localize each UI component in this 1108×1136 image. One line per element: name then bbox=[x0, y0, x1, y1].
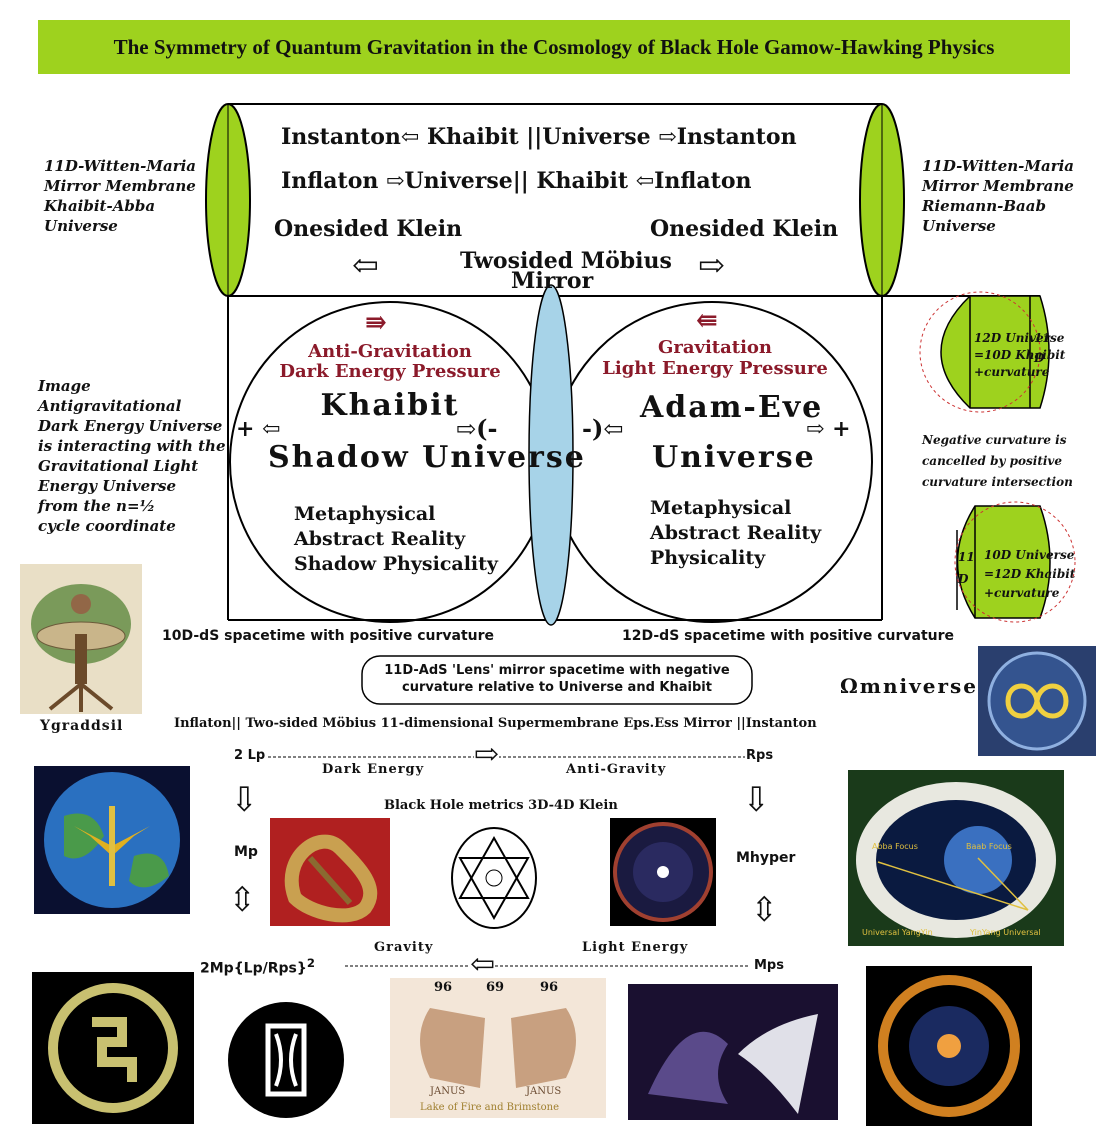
right-minus-arrow: -)⇦ bbox=[582, 414, 624, 443]
right-plus-arrow: ⇨ + bbox=[806, 416, 851, 442]
mobius-label: Twosided Möbius bbox=[460, 248, 672, 274]
anti-gravity-script: Anti-Gravity bbox=[566, 762, 667, 777]
instanton-row: Instanton⇦ Khaibit ||Universe ⇨Instanton bbox=[281, 124, 797, 150]
egg-caption-left: Universal YangYin bbox=[862, 928, 933, 937]
yggdrasil-image bbox=[20, 564, 142, 714]
down-arrow-left-icon: ⇩ bbox=[230, 780, 259, 820]
curv-top-text: 12D Universe=10D Khaibit+curvature bbox=[974, 331, 1066, 379]
khaibit-name: Khaibit bbox=[320, 388, 460, 423]
anti-gravitation-label: Anti-Gravitation bbox=[308, 341, 472, 362]
shadow-universe-name: Shadow Universe bbox=[268, 440, 586, 475]
rps-label: Rps bbox=[746, 748, 774, 763]
supermembrane-line: Inflaton|| Two-sided Möbius 11-dimension… bbox=[174, 716, 817, 731]
updown-arrow-right-icon: ⇳ bbox=[750, 890, 779, 930]
universe-name: Universe bbox=[652, 440, 816, 475]
janus-num-3: 96 bbox=[540, 980, 559, 995]
mirror-label: Mirror bbox=[511, 268, 594, 294]
curvature-bottom-shape bbox=[954, 501, 1076, 623]
light-energy-script: Light Energy bbox=[582, 940, 689, 955]
spacetime-right-label: 12D-dS spacetime with positive curvature bbox=[622, 628, 955, 644]
klein-seal-image bbox=[448, 824, 540, 932]
cosmos-image bbox=[610, 818, 716, 926]
lens-mirror bbox=[528, 284, 574, 626]
light-energy-label: Light Energy Pressure bbox=[602, 358, 828, 379]
janus-num-2: 69 bbox=[486, 980, 505, 995]
earth-caduceus-image bbox=[34, 766, 190, 914]
ouroboros-image bbox=[866, 966, 1032, 1126]
formula-label: 2Mp{Lp/Rps}2 bbox=[200, 956, 315, 977]
gravity-arrow-icon: ⇚ bbox=[696, 306, 718, 336]
janus-label-2: JANUS bbox=[526, 1086, 562, 1097]
curvature-top-shape bbox=[919, 291, 1050, 413]
mps-label: Mps bbox=[754, 958, 784, 973]
gravity-script: Gravity bbox=[374, 940, 434, 955]
dark-energy-script: Dark Energy bbox=[322, 762, 425, 777]
antigravity-arrow-icon: ⇛ bbox=[365, 308, 387, 338]
mobius-strip-image bbox=[270, 818, 390, 926]
left-plus-arrow: + ⇦ bbox=[236, 416, 281, 442]
janus-image: 96 69 96 JANUS JANUS Lake of Fire and Br… bbox=[390, 978, 606, 1118]
left-minus-arrow: ⇨(- bbox=[456, 414, 498, 443]
gravitation-label: Gravitation bbox=[657, 337, 773, 358]
inflaton-row: Inflaton ⇨Universe|| Khaibit ⇦Inflaton bbox=[281, 168, 752, 194]
adam-eve-name: Adam-Eve bbox=[640, 390, 824, 425]
right-arrow-icon: ⇨ bbox=[698, 246, 725, 284]
egg-universe-image: Universal YangYin YinYang Universal Abba… bbox=[848, 770, 1064, 946]
hunab-ku-image bbox=[32, 972, 194, 1124]
klein-left-label: Onesided Klein bbox=[274, 216, 463, 242]
omniverse-infinity-image bbox=[978, 646, 1096, 756]
hourglass-clock-image bbox=[224, 1000, 348, 1120]
mhyper-label: Mhyper bbox=[736, 850, 796, 866]
flow-left-arrow-icon: ⇦ bbox=[470, 947, 496, 982]
lens-box-text: 11D-AdS 'Lens' mirror spacetime with neg… bbox=[384, 663, 730, 695]
yggdrasil-label: Ygraddsil bbox=[40, 718, 124, 734]
bh-metrics-label: Black Hole metrics 3D-4D Klein bbox=[384, 798, 618, 813]
title-bar bbox=[38, 20, 1070, 74]
curv-bottom-text: 10D Universe=12D Khaibit+curvature bbox=[984, 548, 1076, 600]
egg-caption-right: YinYang Universal bbox=[970, 928, 1041, 937]
mp-label: Mp bbox=[234, 844, 258, 860]
klein-right-label: Onesided Klein bbox=[650, 216, 839, 242]
dragons-image bbox=[628, 984, 838, 1120]
egg-focus-left: Abba Focus bbox=[872, 842, 918, 851]
janus-label-1: JANUS bbox=[430, 1086, 466, 1097]
janus-num-1: 96 bbox=[434, 980, 453, 995]
omniverse-label: Ωmniverse bbox=[840, 674, 978, 698]
down-arrow-right-icon: ⇩ bbox=[742, 780, 771, 820]
dark-energy-label: Dark Energy Pressure bbox=[279, 361, 501, 382]
janus-caption: Lake of Fire and Brimstone bbox=[420, 1102, 559, 1113]
lens-box bbox=[361, 655, 753, 705]
spacetime-left-label: 10D-dS spacetime with positive curvature bbox=[162, 628, 495, 644]
lp-label: 2 Lp bbox=[234, 748, 266, 763]
left-arrow-icon: ⇦ bbox=[352, 246, 379, 284]
updown-arrow-left-icon: ⇳ bbox=[228, 880, 257, 920]
page-title: The Symmetry of Quantum Gravitation in t… bbox=[113, 35, 995, 59]
egg-focus-right: Baab Focus bbox=[966, 842, 1012, 851]
flow-right-arrow-icon: ⇨ bbox=[474, 737, 500, 772]
